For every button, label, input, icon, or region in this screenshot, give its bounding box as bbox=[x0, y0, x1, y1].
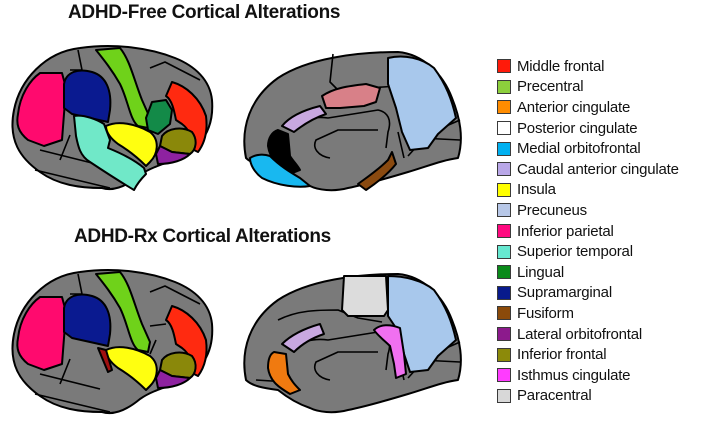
legend-item: Middle frontal bbox=[497, 56, 679, 77]
legend-item: Medial orbitofrontal bbox=[497, 138, 679, 159]
region-insula bbox=[105, 122, 158, 167]
legend-swatch bbox=[497, 100, 511, 115]
legend-item: Isthmus cingulate bbox=[497, 365, 679, 386]
legend-swatch bbox=[497, 306, 511, 321]
legend-swatch bbox=[497, 162, 511, 177]
legend-item: Anterior cingulate bbox=[497, 97, 679, 118]
legend-swatch bbox=[497, 141, 511, 156]
legend-swatch bbox=[497, 203, 511, 218]
legend-label: Posterior cingulate bbox=[517, 119, 638, 137]
legend-item: Fusiform bbox=[497, 303, 679, 324]
legend-label: Precentral bbox=[517, 78, 584, 96]
medial-brain-adhd-rx bbox=[243, 273, 462, 414]
legend-swatch bbox=[497, 285, 511, 300]
legend-item: Precentral bbox=[497, 77, 679, 98]
legend-label: Isthmus cingulate bbox=[517, 366, 631, 384]
legend-label: Paracentral bbox=[517, 387, 592, 405]
legend-label: Middle frontal bbox=[517, 57, 605, 75]
region-inferior-parietal bbox=[16, 296, 67, 371]
region-inferior-parietal bbox=[16, 72, 67, 147]
lateral-brain-adhd-rx bbox=[11, 269, 214, 415]
legend-swatch bbox=[497, 388, 511, 403]
legend-swatch bbox=[497, 79, 511, 94]
region-caudal-anterior-cingulate bbox=[281, 105, 327, 133]
region-paracentral bbox=[341, 275, 389, 317]
legend-label: Caudal anterior cingulate bbox=[517, 160, 679, 178]
legend-swatch bbox=[497, 224, 511, 239]
legend-item: Posterior cingulate bbox=[497, 118, 679, 139]
region-isthmus-cingulate bbox=[373, 324, 407, 379]
legend-item: Insula bbox=[497, 180, 679, 201]
legend-label: Medial orbitofrontal bbox=[517, 140, 641, 158]
region-transverse-temporal bbox=[97, 347, 113, 373]
region-anterior-cingulate bbox=[267, 351, 301, 395]
legend-item: Lingual bbox=[497, 262, 679, 283]
region-superior-temporal bbox=[73, 114, 147, 191]
region-supramarginal bbox=[63, 293, 112, 347]
legend-item: Precuneus bbox=[497, 200, 679, 221]
legend-label: Anterior cingulate bbox=[517, 98, 631, 116]
region-posterior-cingulate bbox=[321, 83, 381, 109]
legend-swatch bbox=[497, 347, 511, 362]
region-medial-orbitofrontal bbox=[249, 153, 311, 188]
legend-label: Inferior frontal bbox=[517, 346, 607, 364]
legend-swatch bbox=[497, 244, 511, 259]
region-caudal-anterior-cingulate bbox=[281, 323, 325, 353]
panel-title-adhd-rx: ADHD-Rx Cortical Alterations bbox=[74, 226, 331, 247]
legend-item: Inferior frontal bbox=[497, 344, 679, 365]
legend-swatch bbox=[497, 182, 511, 197]
region-insula bbox=[105, 346, 158, 391]
legend-label: Precuneus bbox=[517, 201, 587, 219]
medial-brain-adhd-free bbox=[243, 51, 462, 192]
region-fusiform bbox=[357, 151, 397, 191]
legend-swatch bbox=[497, 368, 511, 383]
panel-title-adhd-free: ADHD-Free Cortical Alterations bbox=[68, 2, 341, 23]
legend-label: Supramarginal bbox=[517, 284, 612, 302]
region-lingual bbox=[145, 99, 173, 135]
legend-swatch bbox=[497, 265, 511, 280]
region-precentral bbox=[95, 47, 151, 129]
region-precuneus bbox=[387, 275, 457, 373]
region-lateral-orbitofrontal bbox=[155, 369, 191, 389]
region-supramarginal bbox=[63, 69, 112, 123]
region-precuneus bbox=[387, 55, 457, 151]
legend-label: Superior temporal bbox=[517, 243, 633, 261]
legend-label: Insula bbox=[517, 181, 556, 199]
legend-item: Superior temporal bbox=[497, 241, 679, 262]
legend-item: Inferior parietal bbox=[497, 221, 679, 242]
legend-item: Supramarginal bbox=[497, 283, 679, 304]
legend-item: Lateral orbitofrontal bbox=[497, 324, 679, 345]
legend-label: Inferior parietal bbox=[517, 222, 614, 240]
region-precentral bbox=[95, 271, 151, 353]
legend-label: Lateral orbitofrontal bbox=[517, 325, 643, 343]
legend-swatch bbox=[497, 121, 511, 136]
legend-item: Caudal anterior cingulate bbox=[497, 159, 679, 180]
legend-label: Lingual bbox=[517, 263, 564, 281]
legend-label: Fusiform bbox=[517, 304, 574, 322]
legend-swatch bbox=[497, 59, 511, 74]
region-lateral-orbitofrontal bbox=[155, 145, 191, 165]
legend-swatch bbox=[497, 327, 511, 342]
legend-item: Paracentral bbox=[497, 386, 679, 407]
lateral-brain-adhd-free bbox=[11, 45, 214, 191]
